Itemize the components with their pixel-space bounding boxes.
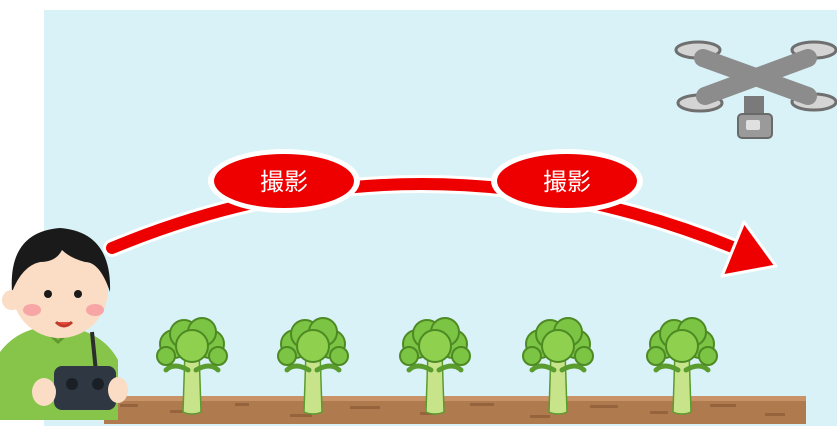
photo-label-1: 撮影 [208, 149, 360, 213]
photo-label-2-text: 撮影 [543, 168, 591, 196]
remote-controller-icon [32, 331, 128, 410]
flight-path-arrow [103, 175, 778, 278]
photo-label-1-text: 撮影 [260, 168, 308, 196]
soil-strip [104, 396, 806, 424]
photo-label-2: 撮影 [491, 149, 643, 213]
drone-icon [674, 40, 837, 139]
